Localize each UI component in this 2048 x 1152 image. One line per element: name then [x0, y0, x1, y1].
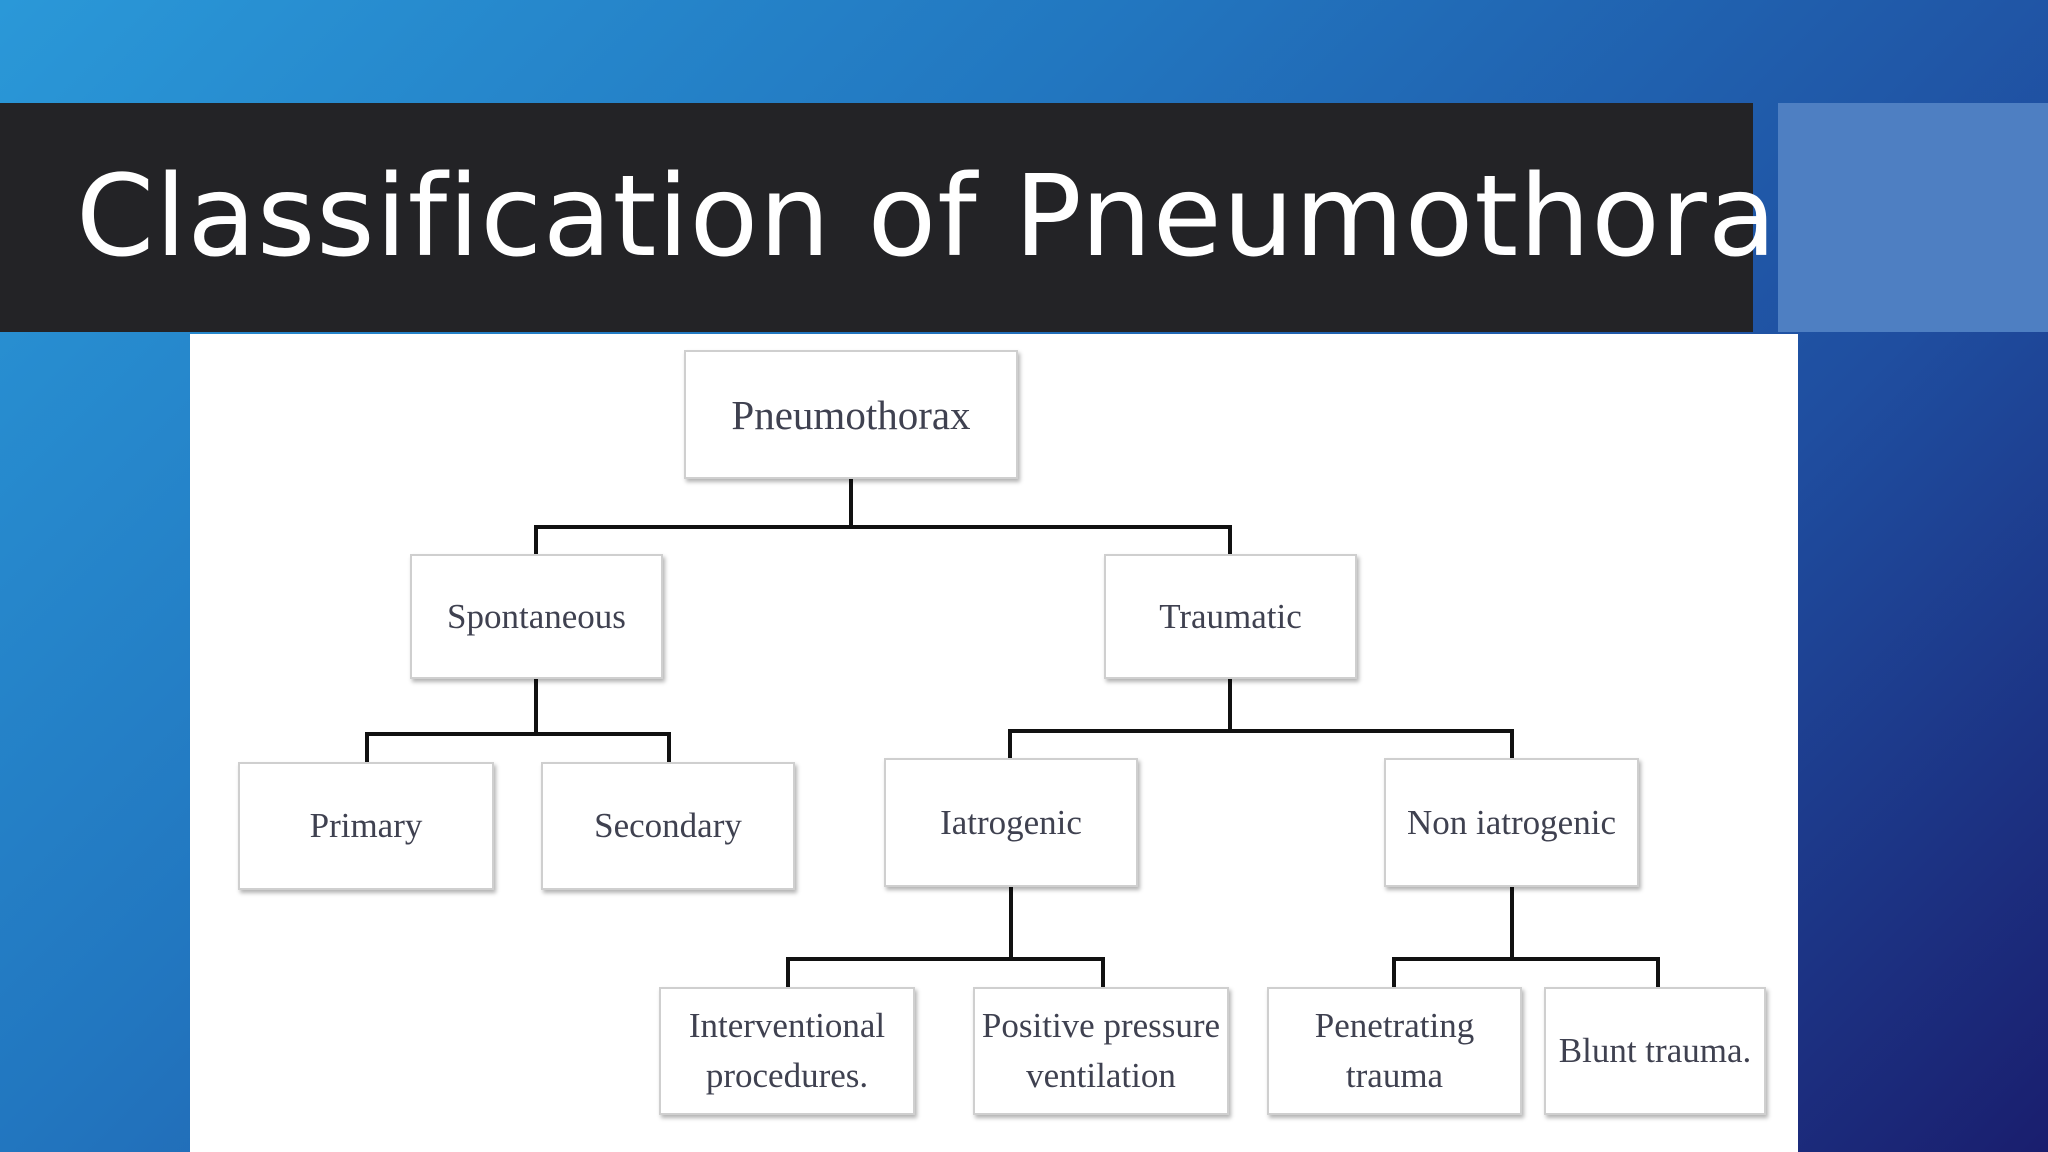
- node-non-iatrogenic: Non iatrogenic: [1384, 758, 1639, 887]
- node-primary: Primary: [238, 762, 494, 890]
- connector-iatrogenic: [786, 885, 1105, 989]
- node-secondary: Secondary: [541, 762, 795, 890]
- connector-root: [534, 477, 1232, 556]
- node-pneumothorax: Pneumothorax: [684, 350, 1018, 479]
- connector-spontaneous: [365, 677, 671, 764]
- node-blunt-trauma: Blunt trauma.: [1544, 987, 1766, 1115]
- node-spontaneous: Spontaneous: [410, 554, 663, 679]
- slide-title: Classification of Pneumothorax: [76, 152, 1845, 282]
- node-penetrating-trauma: Penetrating trauma: [1267, 987, 1522, 1115]
- title-bar: Classification of Pneumothorax: [0, 103, 1844, 332]
- node-traumatic: Traumatic: [1104, 554, 1357, 679]
- node-interventional-procedures: Interventional procedures.: [659, 987, 915, 1115]
- connector-traumatic: [1008, 677, 1514, 760]
- node-iatrogenic: Iatrogenic: [884, 758, 1138, 887]
- node-positive-pressure-ventilation: Positive pressure ventilation: [973, 987, 1229, 1115]
- diagram-panel: Pneumothorax Spontaneous Traumatic Prima…: [190, 334, 1798, 1152]
- connector-non-iatrogenic: [1392, 885, 1660, 989]
- accent-block: [1778, 103, 2048, 332]
- connector-lines: [365, 477, 1660, 989]
